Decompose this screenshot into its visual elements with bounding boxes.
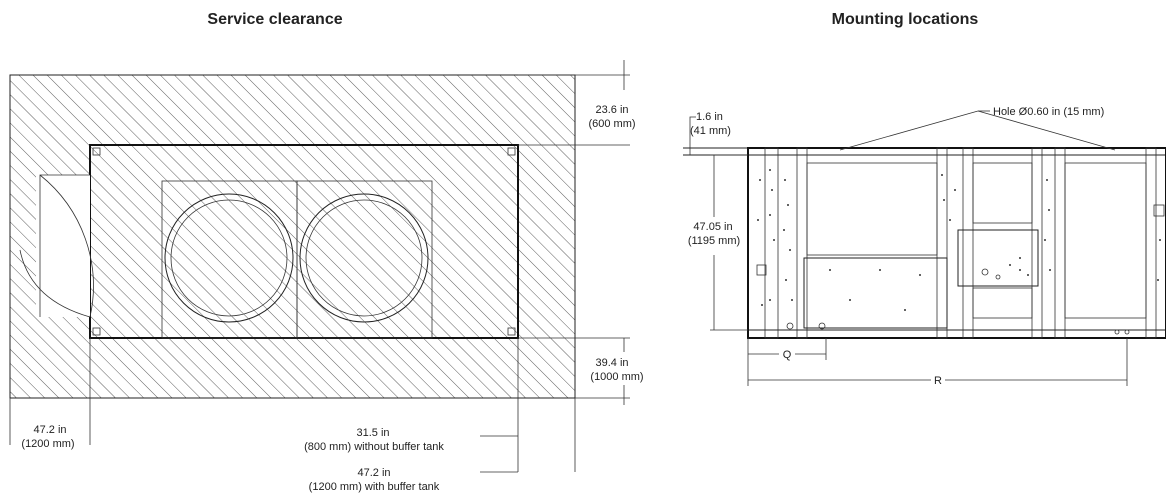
service-clearance-diagram: 23.6 in (600 mm) 39.4 in (1000 mm) 47.2 …	[9, 60, 644, 493]
mounting-locations-title: Mounting locations	[832, 11, 979, 28]
left-clearance-in: 47.2 in	[33, 424, 66, 436]
door-swing	[19, 174, 94, 318]
dim-right-clearance: 39.4 in (1000 mm)	[518, 337, 644, 405]
clearance-zone	[9, 74, 576, 399]
bottom-with-tank-mm: (1200 mm) with buffer tank	[309, 481, 440, 493]
left-side-mount	[756, 264, 767, 276]
frame-rivets	[757, 169, 1161, 311]
dim-top-offset: 1.6 in (41 mm)	[689, 111, 731, 155]
dim-height: 47.05 in (1195 mm)	[688, 154, 748, 331]
bottom-without-tank-in: 31.5 in	[356, 427, 389, 439]
r-label: R	[934, 375, 942, 387]
top-offset-in: 1.6 in	[696, 111, 723, 123]
dim-r: R	[748, 338, 1128, 387]
top-offset-mm: (41 mm)	[690, 125, 731, 137]
bottom-without-tank-mm: (800 mm) without buffer tank	[304, 441, 444, 453]
top-clearance-mm: (600 mm)	[588, 118, 635, 130]
right-clearance-mm: (1000 mm)	[590, 371, 643, 383]
top-clearance-in: 23.6 in	[595, 104, 628, 116]
bottom-holes	[786, 322, 1130, 335]
frame-openings	[806, 162, 1147, 319]
dim-top-clearance: 23.6 in (600 mm)	[518, 60, 636, 146]
fan-housing-left	[161, 180, 298, 339]
hole-callout: Hole Ø0.60 in (15 mm)	[839, 106, 1116, 151]
frame-posts	[764, 147, 1157, 339]
fan-housing-right	[296, 180, 433, 339]
unit-corner-mounts	[92, 147, 516, 336]
left-clearance-mm: (1200 mm)	[21, 438, 74, 450]
mounting-locations-diagram: Hole Ø0.60 in (15 mm) 1.6 in (41 mm) 47.…	[683, 106, 1166, 387]
dim-q: Q	[747, 338, 827, 386]
hole-label: Hole Ø0.60 in (15 mm)	[993, 106, 1104, 118]
q-label: Q	[783, 349, 792, 361]
dim-bottom-clearance: 31.5 in (800 mm) without buffer tank 47.…	[304, 338, 576, 493]
base-frame	[747, 147, 1166, 339]
right-clearance-in: 39.4 in	[595, 357, 628, 369]
right-side-mount	[1153, 204, 1165, 217]
frame-plates	[803, 229, 1039, 329]
bottom-with-tank-in: 47.2 in	[357, 467, 390, 479]
dim-left-clearance: 47.2 in (1200 mm)	[9, 338, 91, 450]
height-in: 47.05 in	[693, 221, 732, 233]
height-mm: (1195 mm)	[688, 235, 740, 247]
service-clearance-title: Service clearance	[207, 11, 342, 28]
